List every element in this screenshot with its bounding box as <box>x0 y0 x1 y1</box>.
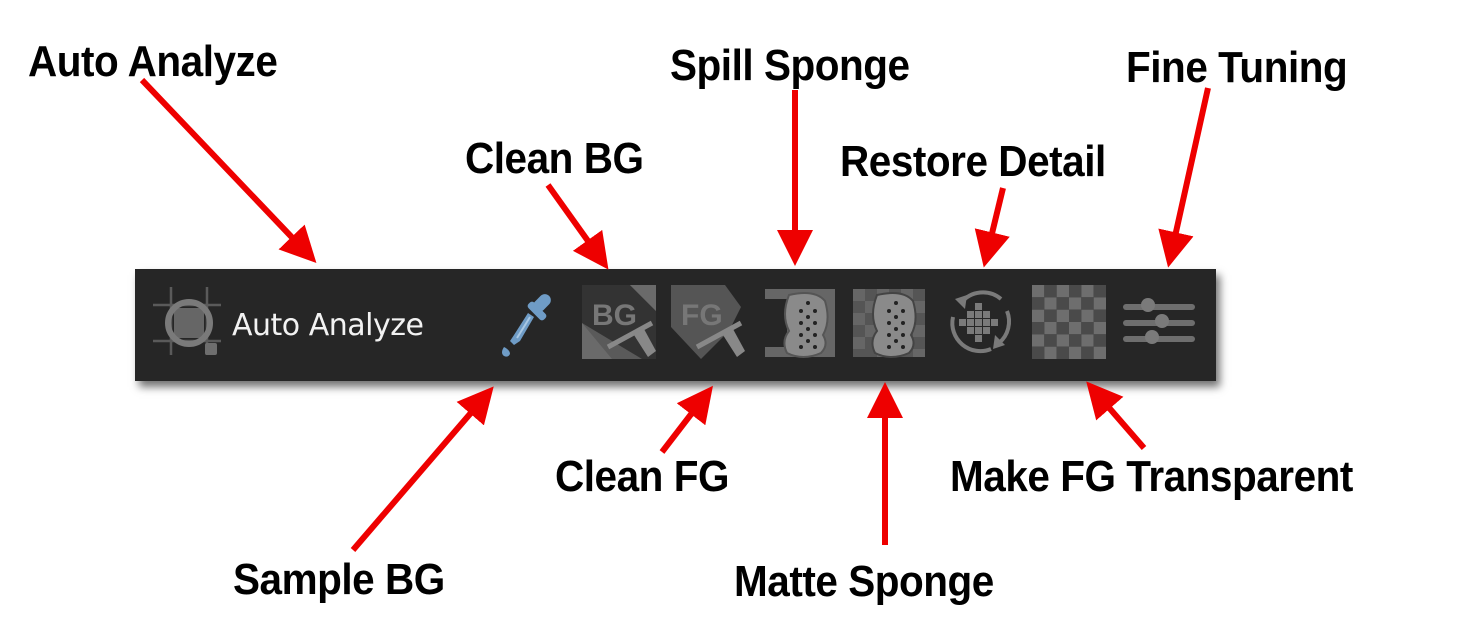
checker-cell <box>1032 346 1045 359</box>
checker-cell <box>1069 334 1082 347</box>
checker-cell <box>1081 322 1094 335</box>
checker-cell <box>1032 285 1045 298</box>
callout-make-fg-transparent: Make FG Transparent <box>950 452 1353 501</box>
sliders-icon <box>1123 298 1195 344</box>
checker-cell <box>1044 297 1057 310</box>
spill-sponge-icon <box>765 289 835 358</box>
callout-clean-fg: Clean FG <box>555 452 730 501</box>
restore-detail-icon <box>950 290 1011 354</box>
auto-analyze-label: Auto Analyze <box>232 308 424 343</box>
callout-auto-analyze: Auto Analyze <box>28 37 278 86</box>
checker-cell <box>1056 346 1069 359</box>
checker-cell <box>1081 346 1094 359</box>
spill-sponge-button[interactable] <box>761 285 837 365</box>
callout-matte-sponge: Matte Sponge <box>734 557 994 606</box>
clean-fg-icon: FG <box>671 285 745 359</box>
restore-detail-button[interactable] <box>943 285 1017 365</box>
checker-cell <box>1044 334 1057 347</box>
checker-cell <box>1056 322 1069 335</box>
checker-cell <box>1081 334 1094 347</box>
checker-cell <box>1093 297 1106 310</box>
checker-cell <box>1069 297 1082 310</box>
matte-sponge-icon <box>853 289 925 358</box>
checker-cell <box>1093 334 1106 347</box>
clean-fg-glyph-text: FG <box>681 299 723 332</box>
checker-cell <box>1069 285 1082 298</box>
clean-bg-icon: BG <box>582 285 656 359</box>
checkerboard-icon <box>1032 285 1106 359</box>
checker-cell <box>1056 285 1069 298</box>
checker-cell <box>1081 297 1094 310</box>
checker-cell <box>1032 322 1045 335</box>
arrow-fine-tuning <box>1158 87 1211 268</box>
make-fg-transparent-button[interactable] <box>1032 285 1106 365</box>
toolbar: Auto Analyze BG FG <box>135 269 1216 381</box>
auto-analyze-button[interactable]: Auto Analyze <box>151 285 451 365</box>
callout-clean-bg: Clean BG <box>465 134 644 183</box>
checker-cell <box>1081 285 1094 298</box>
checker-cell <box>1069 309 1082 322</box>
arrow-clean-fg <box>659 385 713 454</box>
arrow-make-fg-transparent <box>1086 381 1147 450</box>
clean-fg-button[interactable]: FG <box>671 285 745 365</box>
clean-bg-glyph-text: BG <box>592 299 637 332</box>
checker-cell <box>1044 309 1057 322</box>
arrow-restore-detail <box>974 187 1010 268</box>
checker-cell <box>1032 297 1045 310</box>
checker-cell <box>1093 309 1106 322</box>
checker-cell <box>1056 297 1069 310</box>
checker-cell <box>1069 346 1082 359</box>
eyedropper-icon <box>502 294 551 357</box>
callout-sample-bg: Sample BG <box>233 555 445 604</box>
checker-cell <box>1044 285 1057 298</box>
auto-analyze-icon <box>153 287 221 355</box>
callout-restore-detail: Restore Detail <box>840 137 1106 186</box>
checker-cell <box>1093 322 1106 335</box>
callout-spill-sponge: Spill Sponge <box>670 41 910 90</box>
fine-tuning-button[interactable] <box>1120 285 1200 365</box>
checker-cell <box>1032 334 1045 347</box>
checker-cell <box>1093 346 1106 359</box>
checker-cell <box>1032 309 1045 322</box>
checker-cell <box>1081 309 1094 322</box>
matte-sponge-button[interactable] <box>851 285 927 365</box>
sample-bg-button[interactable] <box>490 285 565 365</box>
arrow-sample-bg <box>350 386 494 552</box>
checker-cell <box>1069 322 1082 335</box>
arrow-clean-bg <box>545 183 609 270</box>
checker-cell <box>1044 346 1057 359</box>
clean-bg-button[interactable]: BG <box>582 285 656 365</box>
checker-cell <box>1093 285 1106 298</box>
checker-cell <box>1056 334 1069 347</box>
callout-fine-tuning: Fine Tuning <box>1126 43 1348 92</box>
checker-cell <box>1056 309 1069 322</box>
checker-cell <box>1044 322 1057 335</box>
arrow-auto-analyze <box>139 77 317 264</box>
